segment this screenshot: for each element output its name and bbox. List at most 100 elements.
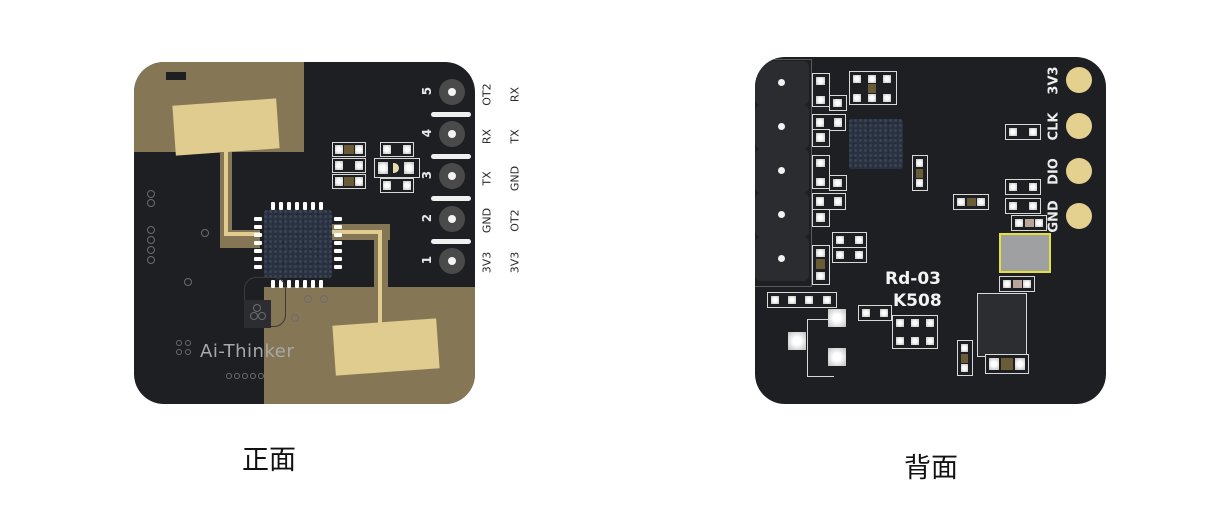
pin-number: 5 (420, 86, 434, 96)
feed-trace-bottom-h (330, 230, 382, 234)
ic-pin (319, 202, 323, 210)
pad-label: CLK (1046, 112, 1062, 141)
via (320, 295, 328, 303)
feed-trace-bottom (378, 230, 382, 334)
via (147, 199, 155, 207)
smd-resistor (812, 245, 830, 285)
pin-label-b: 3V3 (508, 251, 522, 274)
crystal-oscillator (999, 233, 1051, 273)
via (258, 373, 264, 379)
feed-trace-top (224, 140, 228, 236)
ic-pin (295, 202, 299, 210)
ic-pin (254, 241, 262, 245)
via (201, 229, 209, 237)
ic-pin (303, 280, 307, 288)
smd-component (829, 95, 847, 111)
smd-array (892, 315, 938, 349)
via (253, 304, 261, 312)
pin-label-a: OT2 (480, 83, 494, 106)
marker-rect (166, 72, 186, 80)
header-pin-4 (439, 121, 465, 147)
brand-dots-icon (176, 340, 198, 362)
header-pin-2 (439, 206, 465, 232)
via (184, 278, 192, 286)
pin-label-b: TX (508, 129, 522, 144)
smd-component (812, 155, 830, 189)
pad-label: 3V3 (1046, 66, 1062, 95)
smd-component (812, 193, 846, 210)
ic-pin (334, 225, 342, 229)
ic-pin (334, 249, 342, 253)
smd-capacitor (332, 158, 366, 173)
smd-component (1005, 179, 1041, 195)
ic-pin (334, 233, 342, 237)
regulator-chip (977, 293, 1027, 357)
ic-pin (311, 280, 315, 288)
pin-number: 2 (420, 213, 434, 223)
brand-logo-text: Ai-Thinker (200, 341, 295, 362)
connector-pin (755, 149, 809, 193)
smd-component (999, 276, 1035, 292)
smd-resistor (957, 340, 973, 376)
ic-pin (295, 280, 299, 288)
smd-resistor (332, 142, 366, 157)
smd-component (829, 175, 847, 191)
pad-label: GND (1046, 200, 1062, 233)
ic-pin (287, 202, 291, 210)
transistor-outline (807, 319, 834, 377)
smd-component (1011, 215, 1047, 231)
connector-pin (755, 237, 809, 281)
pin-number: 3 (420, 170, 434, 180)
pad-label: DIO (1046, 158, 1062, 185)
smd-array (767, 292, 837, 308)
ic-pin (279, 202, 283, 210)
pin-label-a: RX (480, 128, 494, 145)
pin-separator (431, 112, 471, 117)
via (147, 256, 155, 264)
pin-label-b: RX (508, 86, 522, 103)
ic-pin (334, 257, 342, 261)
pin-label-b: OT2 (508, 209, 522, 232)
pin-label-a: GND (480, 207, 494, 234)
smd-capacitor (380, 178, 414, 193)
gold-pad-clk (1066, 113, 1092, 139)
ic-pin (303, 202, 307, 210)
pin-label-a: 3V3 (480, 251, 494, 274)
smd-array (849, 71, 897, 105)
ic-pin (287, 280, 291, 288)
pin-separator (431, 196, 471, 201)
smd-component (1005, 198, 1041, 214)
front-caption: 正面 (242, 445, 296, 476)
ic-pin (271, 280, 275, 288)
via (147, 236, 155, 244)
front-board: 5 4 3 2 1 Ai-Thinker (134, 62, 475, 404)
mcu-chip (849, 119, 903, 169)
ic-pin (254, 265, 262, 269)
smd-component (832, 247, 867, 263)
smd-component (1005, 124, 1041, 140)
transistor-pad (828, 348, 846, 366)
via (258, 312, 266, 320)
via (250, 312, 258, 320)
header-pin-5 (439, 79, 465, 105)
ic-pin (319, 280, 323, 288)
ic-pin (254, 257, 262, 261)
ic-pin (254, 217, 262, 221)
smd-component (858, 305, 892, 321)
pin-label-b: GND (508, 165, 522, 192)
via (234, 373, 240, 379)
connector-pin (755, 193, 809, 237)
ic-pin (334, 217, 342, 221)
ic-pin (334, 265, 342, 269)
via (304, 295, 312, 303)
pin-number: 1 (420, 255, 434, 265)
back-board: Rd-03 K508 3V3 CLK DIO GND (755, 57, 1106, 404)
header-pin-3 (439, 163, 465, 189)
pin-separator (431, 154, 471, 159)
ic-pin (254, 249, 262, 253)
smd-resistor (985, 354, 1029, 374)
smd-component (812, 209, 830, 227)
gold-pad-dio (1066, 158, 1092, 184)
smd-component (812, 73, 830, 107)
transistor-pad (788, 332, 806, 350)
